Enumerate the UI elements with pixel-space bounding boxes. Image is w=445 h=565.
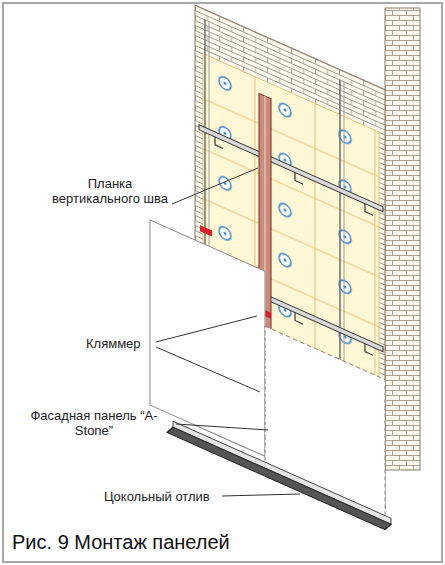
part-label: Цокольный отлив [104, 489, 222, 504]
figure-caption: Рис. 9 Монтаж панелей [12, 530, 230, 554]
part-label: Фасадная панель “A-Stone” [14, 408, 174, 438]
part-label: Планка вертикального шва [48, 176, 172, 206]
part-label: Кляммер [86, 336, 156, 351]
